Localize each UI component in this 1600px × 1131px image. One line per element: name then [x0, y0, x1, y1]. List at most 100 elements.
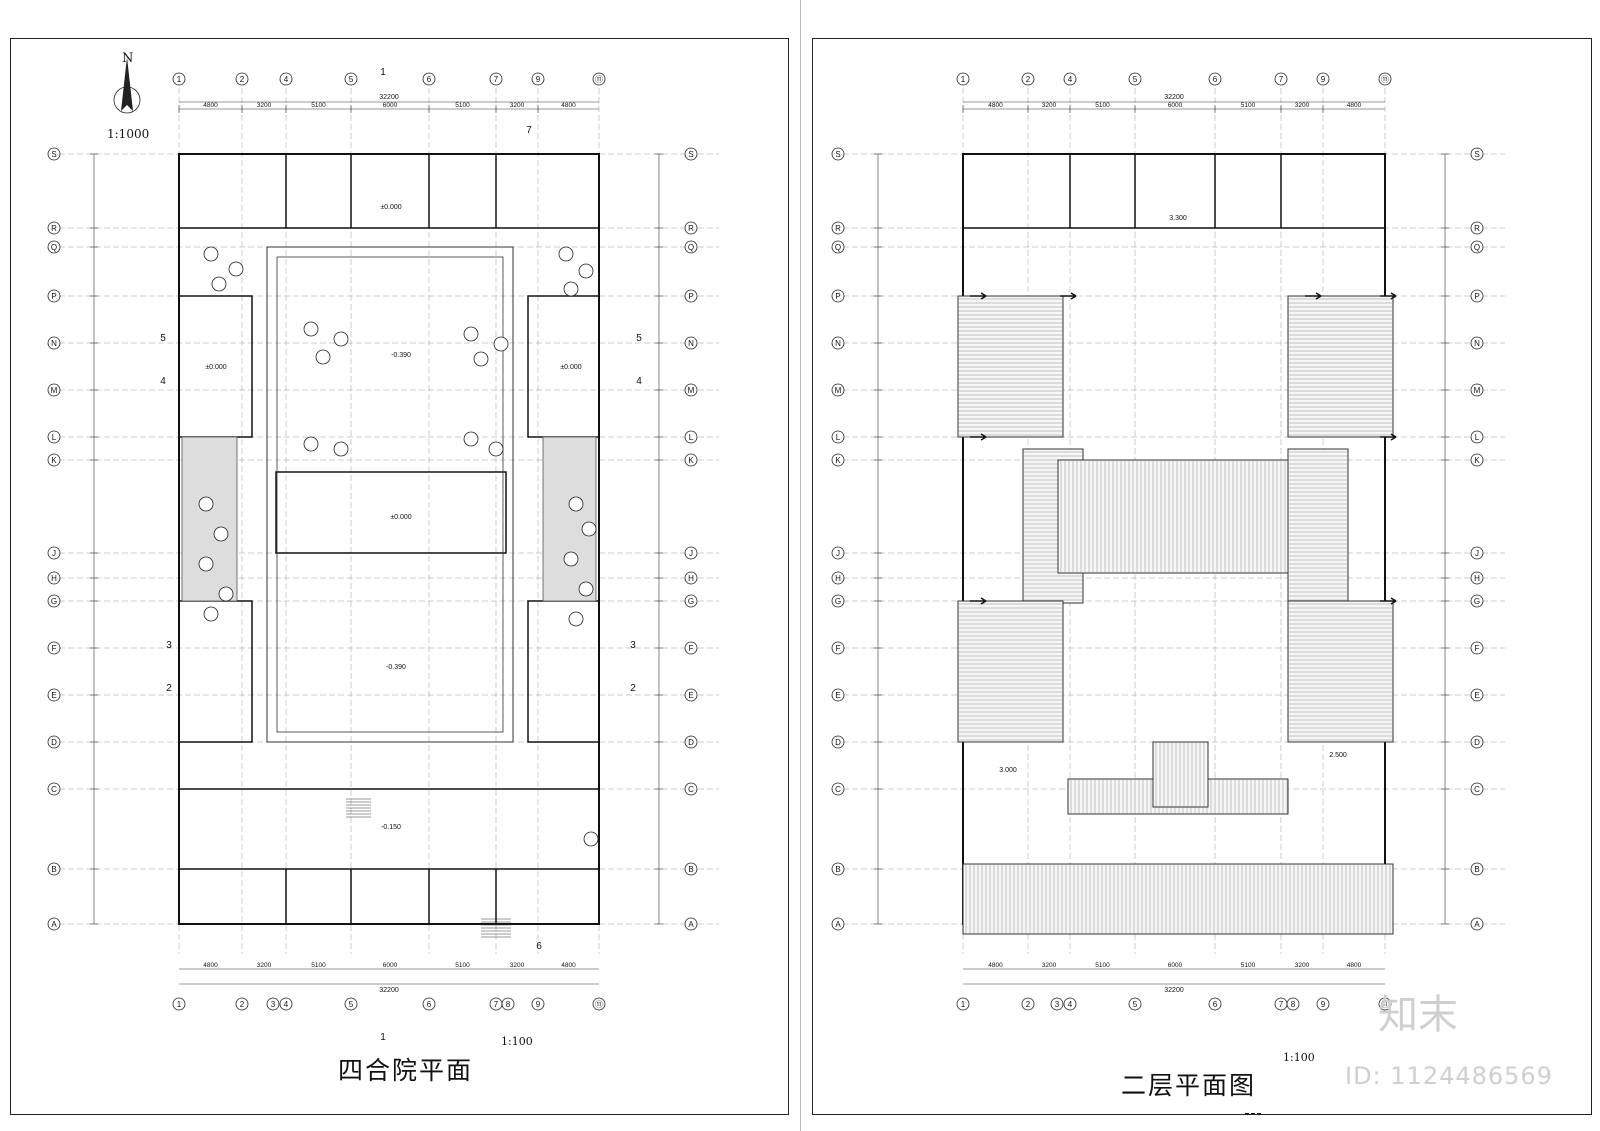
grid-bubble-right: [1470, 594, 1484, 608]
grid-label-top: 5: [349, 75, 354, 84]
grid-bubble-left: [47, 571, 61, 585]
grid-bubble-bottom: [279, 997, 293, 1011]
grid-bubble-bottom: [344, 997, 358, 1011]
grid-label-bottom: 7: [494, 1000, 499, 1009]
grid-bubble-left: [831, 430, 845, 444]
grid-bubble-right: [1470, 782, 1484, 796]
grid-bubble-right: [1470, 546, 1484, 560]
north-scale: 1:1000: [107, 127, 150, 141]
grid-label-left: N: [51, 339, 57, 348]
slope-arrow: [1305, 292, 1322, 300]
grid-label-right: J: [1475, 549, 1479, 558]
grid-label-left: C: [51, 785, 57, 794]
grid-label-left: J: [836, 549, 840, 558]
tree-symbol: [203, 246, 219, 262]
dim-bottom: 4800: [561, 962, 576, 969]
dim-bottom: 4800: [1347, 962, 1362, 969]
dim-bottom: 5100: [1095, 962, 1110, 969]
tree-symbol: [568, 496, 584, 512]
grid-label-left: H: [835, 574, 841, 583]
grid-label-top: 7: [1279, 75, 1284, 84]
level-mark: -0.150: [381, 824, 401, 831]
dim-bottom: 3200: [1295, 962, 1310, 969]
tree-symbol: [333, 441, 349, 457]
grid-label-bottom: 5: [349, 1000, 354, 1009]
section-mark: 6: [536, 941, 542, 952]
grid-bubble-left: [831, 546, 845, 560]
grid-bubble-bottom: [531, 997, 545, 1011]
second-floor-title: 二层平面图: [1121, 1071, 1257, 1100]
tree-symbol: [213, 526, 229, 542]
document-id: ID: 1124486569: [1345, 1062, 1553, 1090]
grid-label-right: A: [1474, 920, 1480, 929]
grid-label-left: K: [835, 456, 841, 465]
grid-bubble-top: [235, 72, 249, 86]
dim-bottom: 5100: [455, 962, 470, 969]
tree-symbol: [218, 586, 234, 602]
grid-bubble-right: [684, 688, 698, 702]
level-mark: -0.390: [391, 352, 411, 359]
grid-bubble-top: [531, 72, 545, 86]
tree-symbol: [198, 556, 214, 572]
dim-total-bottom: 32200: [1164, 987, 1184, 994]
grid-bubble-left: [47, 862, 61, 876]
grid-label-bottom: 3: [1055, 1000, 1060, 1009]
grid-label-top: 7: [494, 75, 499, 84]
grid-label-top: ⑪: [1381, 75, 1389, 84]
grid-bubble-left: [47, 594, 61, 608]
grid-label-left: M: [51, 386, 58, 395]
grid-bubble-bottom: [1286, 997, 1300, 1011]
level-mark: ±0.000: [560, 364, 581, 371]
grid-bubble-right: [684, 571, 698, 585]
north-label: N: [122, 51, 134, 66]
grid-bubble-bottom: [592, 997, 606, 1011]
dim-top: 5100: [455, 102, 470, 109]
dim-top: 3200: [510, 102, 525, 109]
section-mark: 4: [636, 376, 642, 387]
dim-bottom: 5100: [311, 962, 326, 969]
dim-total-bottom: 32200: [379, 987, 399, 994]
grid-label-left: D: [835, 738, 841, 747]
grid-bubble-bottom: [1050, 997, 1064, 1011]
tree-symbol: [315, 349, 331, 365]
grid-label-bottom: 6: [1213, 1000, 1218, 1009]
grid-bubble-top: [172, 72, 186, 86]
dim-top: 3200: [257, 102, 272, 109]
grid-bubble-bottom: [956, 997, 970, 1011]
dim-top: 4800: [203, 102, 218, 109]
slope-arrow: [970, 292, 987, 300]
dim-bottom: 6000: [1168, 962, 1183, 969]
grid-label-right: E: [688, 691, 693, 700]
grid-label-top: 2: [1026, 75, 1031, 84]
tree-symbol: [203, 606, 219, 622]
grid-bubble-bottom: [501, 997, 515, 1011]
grid-bubble-right: [1470, 862, 1484, 876]
grid-bubble-left: [47, 430, 61, 444]
grid-bubble-left: [831, 453, 845, 467]
grid-label-left: R: [51, 224, 57, 233]
grid-bubble-top: [1021, 72, 1035, 86]
grid-label-bottom: 2: [1026, 1000, 1031, 1009]
ground-floor-scale: 1:100: [501, 1035, 533, 1048]
grid-bubble-left: [47, 546, 61, 560]
grid-label-top: 9: [1321, 75, 1326, 84]
grid-bubble-left: [47, 147, 61, 161]
dim-bottom: 3200: [1042, 962, 1057, 969]
ground-floor-title: 四合院平面: [338, 1056, 474, 1085]
grid-label-top: 6: [1213, 75, 1218, 84]
grid-bubble-left: [47, 221, 61, 235]
section-mark: 2: [166, 683, 172, 694]
grid-bubble-left: [831, 641, 845, 655]
section-mark: 3: [166, 640, 172, 651]
section-mark: 5: [160, 333, 166, 344]
grid-label-right: C: [1474, 785, 1480, 794]
grid-bubble-left: [831, 917, 845, 931]
grid-bubble-left: [831, 688, 845, 702]
grid-label-bottom: ⑪: [1381, 1000, 1389, 1009]
slope-arrow: [1380, 292, 1397, 300]
grid-label-right: H: [688, 574, 694, 583]
grid-bubble-right: [684, 147, 698, 161]
tree-symbol: [581, 521, 597, 537]
